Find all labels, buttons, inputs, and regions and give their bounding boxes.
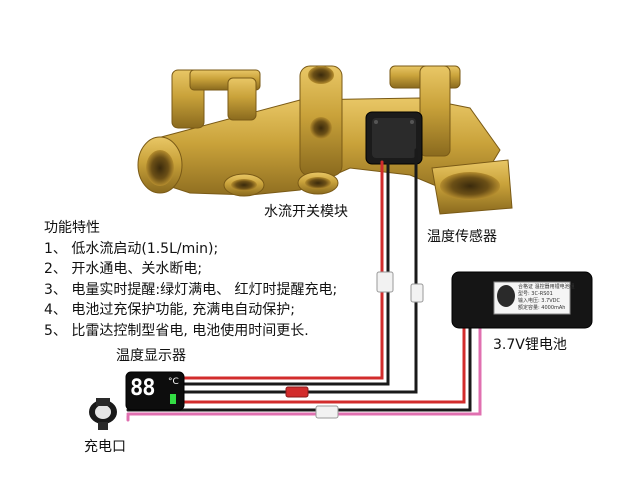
temp-display-label: 温度显示器 bbox=[116, 348, 186, 364]
battery-sticker-line: 型号: 3C-RS01 bbox=[518, 291, 553, 297]
battery-sticker-line: 合格证 温控器用锂电池组 bbox=[518, 284, 575, 290]
flow-switch-module bbox=[365, 111, 423, 165]
display-digits: 88 bbox=[130, 376, 155, 401]
battery-label: 3.7V锂电池 bbox=[493, 337, 567, 353]
feature-items: 1、 低水流启动(1.5L/min); 2、 开水通电、关水断电; 3、 电量实… bbox=[44, 239, 337, 342]
feature-item: 5、 比雷达控制型省电, 电池使用时间更长. bbox=[44, 322, 309, 339]
temp-sensor-label: 温度传感器 bbox=[427, 229, 497, 245]
feature-item: 3、 电量实时提醒:绿灯满电、 红灯时提醒充电; bbox=[44, 281, 338, 298]
feature-list-title: 功能特性 bbox=[44, 220, 100, 236]
battery-pack bbox=[451, 271, 593, 329]
temperature-display-device bbox=[125, 371, 185, 411]
battery-sticker: 合格证 温控器用锂电池组 型号: 3C-RS01 输入电压: 3.7VDC 额定… bbox=[518, 284, 575, 312]
wires bbox=[126, 148, 482, 422]
feature-item: 2、 开水通电、关水断电; bbox=[44, 261, 203, 277]
battery-sticker-line: 额定容量: 4000mAh bbox=[518, 305, 566, 311]
switch-module-label: 水流开关模块 bbox=[264, 204, 348, 220]
battery-sticker-line: 输入电压: 3.7VDC bbox=[518, 298, 560, 304]
charge-port-label: 充电口 bbox=[84, 439, 126, 455]
brass-valve-body bbox=[137, 65, 513, 215]
feature-list: 功能特性 1、 低水流启动(1.5L/min); 2、 开水通电、关水断电; 3… bbox=[44, 218, 337, 341]
feature-item: 4、 电池过充保护功能, 充满电自动保护; bbox=[44, 302, 295, 318]
feature-item: 1、 低水流启动(1.5L/min); bbox=[44, 240, 219, 257]
display-unit: °C bbox=[168, 377, 179, 387]
wire-connectors bbox=[285, 271, 424, 419]
charging-port-device bbox=[89, 398, 117, 430]
